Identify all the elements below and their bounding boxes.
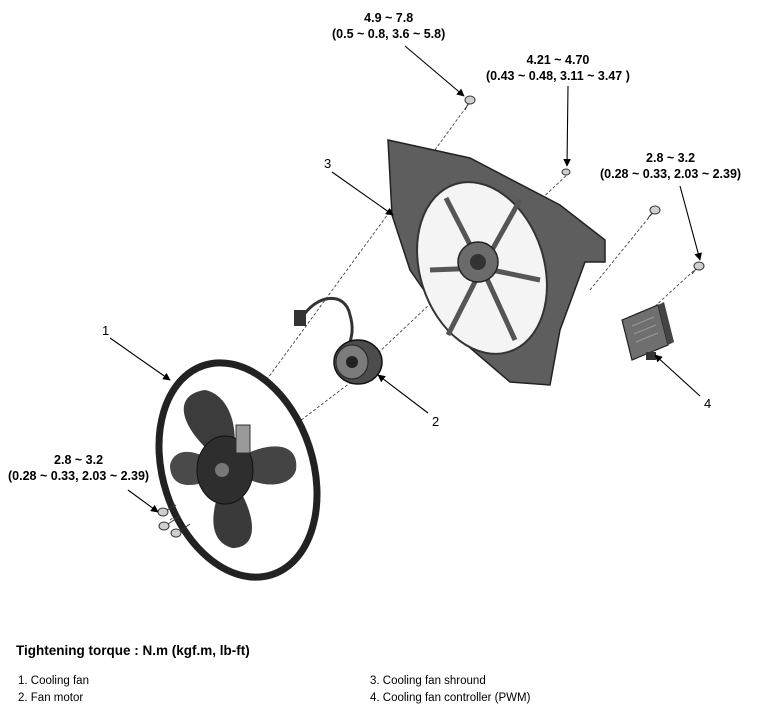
bolt-fan-3 — [170, 523, 191, 538]
legend-item-fan-controller: 4. Cooling fan controller (PWM) — [370, 692, 531, 704]
bolts — [157, 95, 705, 538]
callout-shroud: 3 — [324, 156, 332, 171]
torque-value-alt: (0.28 ~ 0.33, 2.03 ~ 2.39) — [8, 469, 150, 483]
legend-column-right: 3. Cooling fan shround 4. Cooling fan co… — [370, 673, 530, 707]
torque-value-nm: 2.8 ~ 3.2 — [646, 151, 696, 165]
torque-unit-title: Tightening torque : N.m (kgf.m, lb-ft) — [16, 643, 250, 658]
legend-item-cooling-fan: 1. Cooling fan — [18, 675, 89, 687]
callout-motor: 2 — [432, 414, 440, 429]
torque-value-alt: (0.43 ~ 0.48, 3.11 ~ 3.47 ) — [486, 69, 630, 83]
legend-column-left: 1. Cooling fan 2. Fan motor — [18, 673, 89, 707]
torque-value-nm: 4.9 ~ 7.8 — [364, 11, 414, 25]
torque-label-shroud-right: 4.21 ~ 4.70 (0.43 ~ 0.48, 3.11 ~ 3.47 ) — [486, 52, 630, 84]
torque-value-alt: (0.5 ~ 0.8, 3.6 ~ 5.8) — [332, 27, 446, 41]
fan-motor — [294, 297, 383, 385]
cooling-fan-controller — [621, 302, 674, 361]
bolt-controller-lower — [691, 261, 705, 275]
torque-value-alt: (0.28 ~ 0.33, 2.03 ~ 2.39) — [600, 167, 742, 181]
torque-label-fan: 2.8 ~ 3.2 (0.28 ~ 0.33, 2.03 ~ 2.39) — [8, 452, 149, 484]
bolt-controller-upper — [647, 205, 661, 219]
callout-fan: 1 — [102, 323, 110, 338]
legend-item-fan-motor: 2. Fan motor — [18, 692, 84, 704]
bolt-shroud-top — [464, 95, 476, 111]
leader-arrows — [109, 45, 702, 513]
cooling-fan-shroud — [387, 139, 606, 386]
torque-value-nm: 4.21 ~ 4.70 — [526, 53, 590, 67]
torque-label-shroud-top: 4.9 ~ 7.8 (0.5 ~ 0.8, 3.6 ~ 5.8) — [332, 10, 445, 42]
bolt-fan-2 — [158, 515, 181, 531]
cooling-fan — [155, 359, 321, 581]
legend-item-fan-shroud: 3. Cooling fan shround — [370, 675, 486, 687]
bolt-shroud-right — [561, 168, 571, 176]
callout-controller: 4 — [704, 396, 712, 411]
torque-label-controller: 2.8 ~ 3.2 (0.28 ~ 0.33, 2.03 ~ 2.39) — [600, 150, 741, 182]
bolt-fan-1 — [157, 504, 177, 517]
torque-value-nm: 2.8 ~ 3.2 — [54, 453, 104, 467]
